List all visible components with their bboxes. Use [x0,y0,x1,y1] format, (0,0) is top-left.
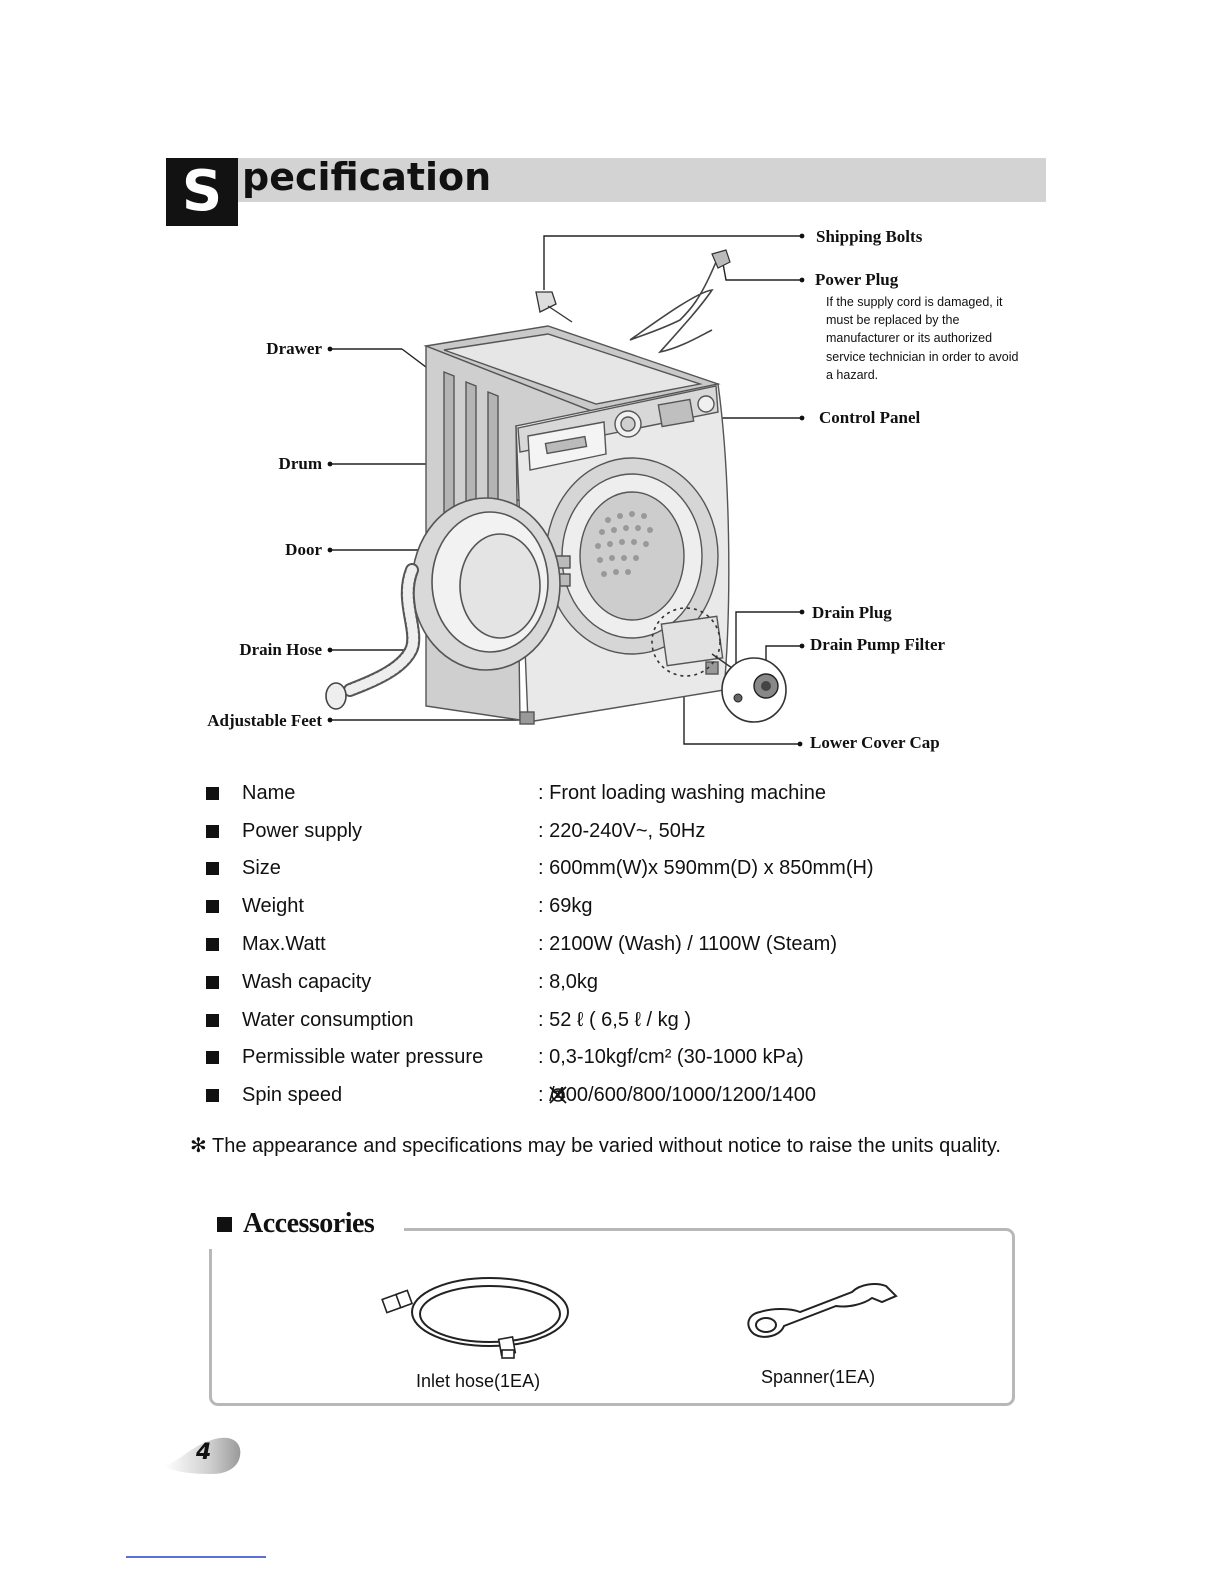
header-initial: S [166,158,238,226]
label-door: Door [285,540,322,559]
bullet-icon [206,1014,219,1027]
inlet-hose-icon [381,1277,569,1359]
label-shipping-bolts: Shipping Bolts [816,227,923,246]
spec-name: Wash capacity [242,971,372,993]
spec-value: : 69kg [538,895,593,917]
accessory-label-inlet-hose: Inlet hose(1EA) [416,1371,541,1391]
spec-name: Power supply [242,820,363,842]
spec-name: Max.Watt [242,933,326,955]
spec-name: Weight [242,895,304,917]
accessory-label-spanner: Spanner(1EA) [761,1367,876,1387]
label-drum: Drum [278,454,322,473]
bullet-icon [206,825,219,838]
label-lower-cover-cap: Lower Cover Cap [810,733,940,752]
label-drain-pump-filter: Drain Pump Filter [810,635,946,654]
spec-value: : 220-240V~, 50Hz [538,820,706,842]
bullet-icon [206,1051,219,1064]
spec-value: : 2100W (Wash) / 1100W (Steam) [538,933,837,955]
label-drawer: Drawer [266,339,322,358]
spanner-icon [747,1283,898,1338]
spec-name: Permissible water pressure [242,1046,484,1068]
page-title: pecification [242,155,492,199]
label-power-plug: Power Plug [815,270,899,289]
spec-value: : 600mm(W)x 590mm(D) x 850mm(H) [538,857,874,879]
spec-value: : 52 ℓ ( 6,5 ℓ / kg ) [538,1009,691,1031]
bullet-icon [206,1089,219,1102]
bullet-icon [206,787,219,800]
spec-name: Spin speed [242,1084,343,1106]
label-drain-plug: Drain Plug [812,603,892,622]
page-number: 4 [196,1440,212,1465]
asterisk-icon: ✻ [190,1135,207,1157]
spec-name: Name [242,782,296,804]
bullet-icon [206,976,219,989]
accessories-title-bg [208,1205,404,1249]
footnote: ✻ The appearance and specifications may … [190,1134,1010,1158]
bottom-link-underline [126,1556,266,1558]
spec-value: : /400/600/800/1000/1200/1400 [538,1084,817,1106]
accessories-box [209,1228,1015,1406]
bullet-icon [206,900,219,913]
label-adjustable-feet: Adjustable Feet [207,711,322,730]
washing-machine-diagram [325,233,805,747]
square-bullet-icon [217,1217,232,1232]
header-bar [166,158,1046,202]
no-spin-icon [549,1086,567,1104]
bullet-icon [206,862,219,875]
spec-value: : 8,0kg [538,971,599,993]
label-control-panel: Control Panel [819,408,921,427]
spec-name: Water consumption [242,1009,414,1031]
spec-name: Size [242,857,281,879]
footnote-text: The appearance and specifications may be… [212,1135,1001,1157]
spec-value: : 0,3-10kgf/cm² (30-1000 kPa) [538,1046,804,1068]
accessories-title: Accessories [243,1208,375,1239]
label-drain-hose: Drain Hose [239,640,322,659]
power-plug-note: If the supply cord is damaged, it must b… [826,295,1019,382]
page-number-badge [164,1437,241,1474]
bullet-icon [206,938,219,951]
spec-value: : Front loading washing machine [538,782,826,804]
